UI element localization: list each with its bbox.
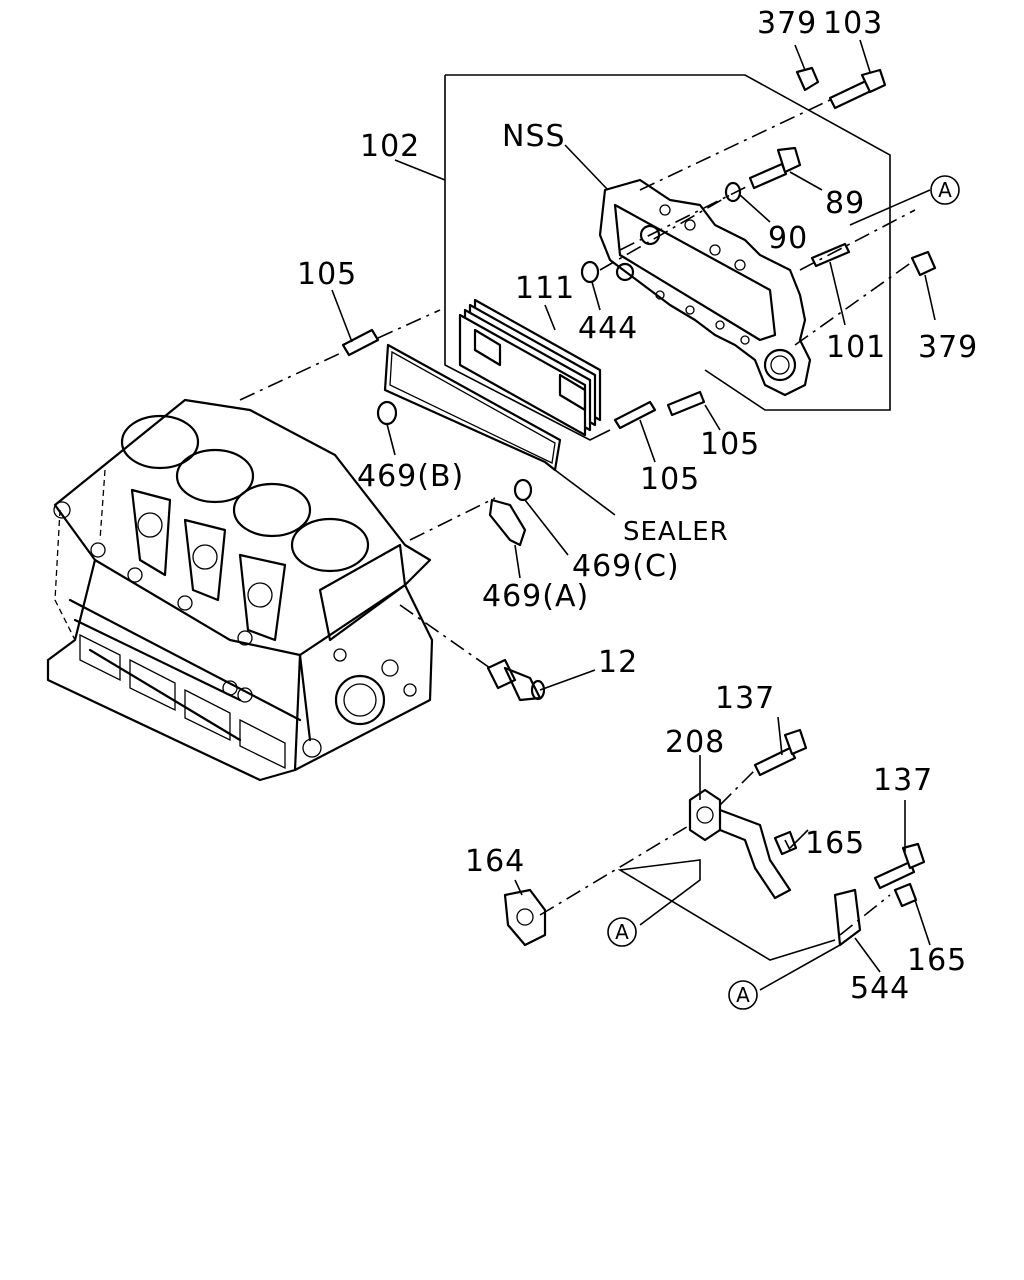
cylinder-bore-3 bbox=[232, 482, 312, 538]
label-469c: 469(C) bbox=[572, 549, 680, 584]
washer-90 bbox=[724, 181, 742, 203]
part-labels: 379 103 102 NSS 89 90 105 111 444 101 37… bbox=[297, 6, 978, 1006]
stud-105-right bbox=[666, 390, 706, 417]
reference-marker-a-middle: A bbox=[607, 917, 637, 947]
sealer-gasket bbox=[383, 343, 562, 472]
gasket-469a bbox=[488, 498, 527, 547]
reference-marker-a-middle-label: A bbox=[615, 920, 629, 944]
label-103: 103 bbox=[823, 6, 883, 41]
gasket-544 bbox=[833, 888, 862, 947]
leader-lines bbox=[331, 39, 936, 991]
label-105-right: 105 bbox=[700, 427, 760, 462]
label-105-left: 105 bbox=[297, 257, 357, 292]
bolt-89 bbox=[748, 146, 802, 190]
label-sealer: SEALER bbox=[623, 517, 729, 547]
washer-165-upper bbox=[773, 830, 798, 856]
reference-marker-a-top: A bbox=[930, 175, 960, 205]
flange-208 bbox=[688, 788, 722, 842]
label-137-lower: 137 bbox=[873, 763, 933, 798]
label-469a: 469(A) bbox=[482, 579, 589, 614]
label-469b: 469(B) bbox=[357, 459, 464, 494]
cylinder-bore-2 bbox=[175, 448, 255, 504]
label-544: 544 bbox=[850, 971, 910, 1006]
bolt-137-upper bbox=[753, 746, 797, 777]
bolt-137-lower bbox=[873, 860, 916, 890]
gasket-164 bbox=[503, 888, 547, 947]
label-nss: NSS bbox=[502, 119, 566, 154]
assembly-centre-lines bbox=[239, 99, 916, 936]
label-111: 111 bbox=[515, 271, 575, 306]
label-164: 164 bbox=[465, 844, 525, 879]
cylinder-block bbox=[46, 398, 434, 782]
reference-marker-a-bottom-label: A bbox=[736, 983, 750, 1007]
oil-cooler-element bbox=[458, 298, 602, 437]
oil-pipe-assembly bbox=[503, 728, 926, 947]
label-379-right: 379 bbox=[918, 330, 978, 365]
label-89: 89 bbox=[825, 186, 865, 221]
o-ring-469c bbox=[513, 478, 533, 502]
stud-101 bbox=[810, 242, 851, 268]
cylinder-bore-4 bbox=[290, 517, 370, 573]
label-12: 12 bbox=[598, 645, 638, 680]
o-ring-469b bbox=[376, 400, 398, 426]
reference-marker-a-bottom: A bbox=[728, 980, 758, 1010]
stud-105-left bbox=[341, 328, 380, 357]
label-165-upper: 165 bbox=[805, 826, 865, 861]
washer-165-lower bbox=[893, 882, 918, 908]
label-379-top: 379 bbox=[757, 6, 817, 41]
cylinder-bore-1 bbox=[120, 414, 200, 470]
oil-cooler-cover bbox=[598, 178, 812, 397]
o-ring-444 bbox=[580, 260, 600, 284]
nut-379-top bbox=[795, 66, 820, 92]
label-90: 90 bbox=[768, 221, 808, 256]
nut-379-right bbox=[910, 250, 937, 277]
label-101: 101 bbox=[826, 330, 886, 365]
label-102: 102 bbox=[360, 129, 420, 164]
bolt-103 bbox=[828, 68, 887, 110]
label-137-upper: 137 bbox=[715, 681, 775, 716]
label-105-mid: 105 bbox=[640, 462, 700, 497]
assembly-bracket-outline bbox=[444, 74, 891, 441]
fitting-12 bbox=[486, 658, 546, 702]
stud-105-mid bbox=[613, 400, 657, 430]
label-444: 444 bbox=[578, 311, 638, 346]
label-165-lower: 165 bbox=[907, 943, 967, 978]
reference-marker-a-top-label: A bbox=[938, 178, 952, 202]
label-208: 208 bbox=[665, 725, 725, 760]
